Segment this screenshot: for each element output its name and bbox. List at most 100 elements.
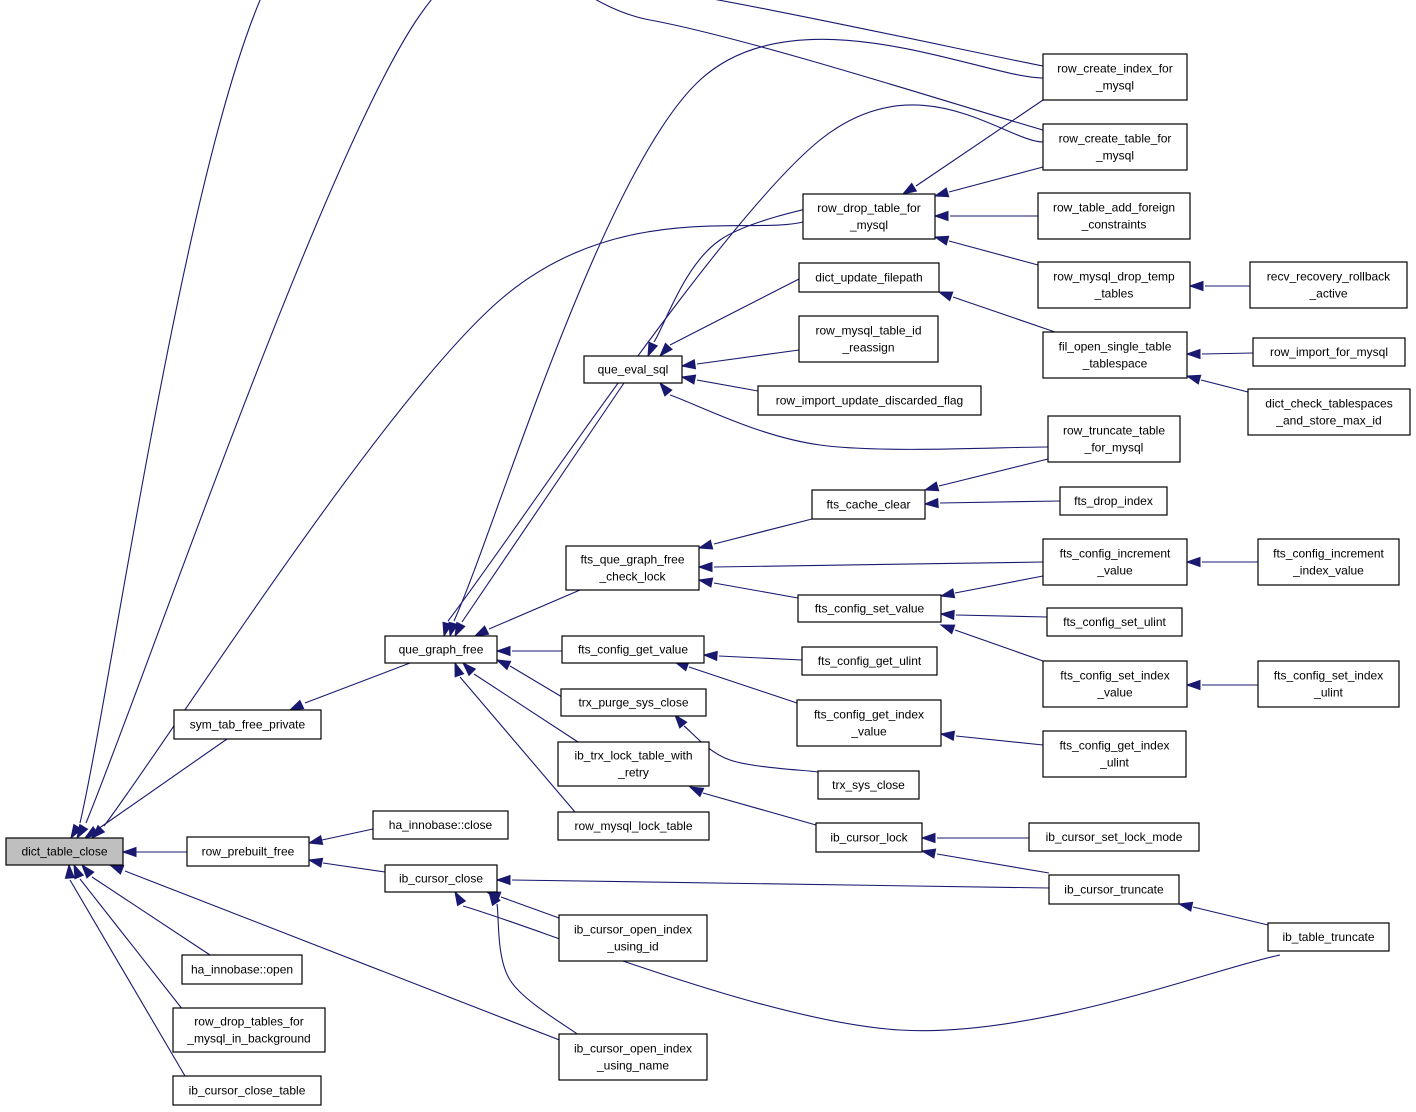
arrowhead-icon [442,621,453,638]
node-fts-config-get-ulint[interactable]: fts_config_get_ulint [801,646,938,676]
node-box [1037,192,1191,240]
node-label: fts_config_get_value [578,643,688,657]
node-recv-recovery-rollback-active[interactable]: recv_recovery_rollback_active [1249,261,1408,309]
node-ib-cursor-open-index-using-name[interactable]: ib_cursor_open_index_using_name [558,1033,708,1081]
node-box [1047,415,1181,463]
call-edge-row-mysql-table-id-reassign-to-que-eval-sql [680,349,800,370]
node-label: ib_cursor_open_index [574,923,692,937]
node-dict-check-tablespaces-and-store-max-id[interactable]: dict_check_tablespaces_and_store_max_id [1247,388,1411,436]
arrowhead-icon [1188,280,1204,292]
call-edge-ib-cursor-lock-to-ib-trx-lock-table-with-retry [688,786,817,826]
call-edge-que-eval-sql-to-que-graph-free [454,382,625,638]
node-row-prebuilt-free[interactable]: row_prebuilt_free [186,836,310,867]
node-fts-drop-index[interactable]: fts_drop_index [1059,486,1168,516]
node-row-import-for-mysql[interactable]: row_import_for_mysql [1252,337,1406,367]
node-ib-trx-lock-table-with-retry[interactable]: ib_trx_lock_table_with_retry [557,741,710,787]
node-row-import-update-discarded-flag[interactable]: row_import_update_discarded_flag [757,385,982,416]
node-label: dict_update_filepath [815,271,922,285]
call-edge-que-graph-free-to-sym-tab-free-private [288,662,411,711]
node-row-mysql-drop-temp-tables[interactable]: row_mysql_drop_temp_tables [1037,261,1191,309]
edge-line [955,735,1044,746]
node-label: fts_config_increment [1060,547,1171,561]
node-label: _mysql [849,218,888,232]
node-dict-update-filepath[interactable]: dict_update_filepath [798,262,940,293]
node-label: ib_cursor_open_index [574,1042,692,1056]
edge-line [124,870,581,1049]
node-label: fts_config_get_index [1059,739,1169,753]
node-row-drop-table-for-mysql[interactable]: row_drop_table_for_mysql [802,193,936,240]
node-ha-innobase-open[interactable]: ha_innobase::open [181,954,303,985]
node-label: row_create_table_for [1059,132,1172,146]
node-box [817,770,920,800]
node-row-drop-tables-for-mysql-in-background[interactable]: row_drop_tables_for_mysql_in_background [172,1007,326,1053]
node-row-table-add-foreign-constraints[interactable]: row_table_add_foreign _constraints [1037,192,1191,240]
node-ib-cursor-lock[interactable]: ib_cursor_lock [815,822,923,853]
node-label: row_create_index_for [1057,62,1172,76]
node-box [384,635,498,664]
arrowhead-icon [647,341,659,358]
node-sym-tab-free-private[interactable]: sym_tab_free_private [173,709,322,740]
node-fts-config-set-index-ulint[interactable]: fts_config_set_index_ulint [1257,660,1400,708]
node-fts-config-set-index-value[interactable]: fts_config_set_index_value [1042,660,1188,708]
node-label: _value [1096,686,1133,700]
node-box [1046,607,1183,637]
node-fts-config-get-value[interactable]: fts_config_get_value [561,635,705,664]
node-ib-cursor-close-table[interactable]: ib_cursor_close_table [172,1075,322,1106]
node-label: row_table_add_foreign [1053,201,1175,215]
edge-line [1201,352,1254,355]
edge-line [322,862,386,873]
node-fil-open-single-table-tablespace[interactable]: fil_open_single_table_tablespace [1042,331,1188,379]
edge-line [321,828,374,841]
node-fts-config-set-value[interactable]: fts_config_set_value [797,594,942,623]
arrowhead-icon [461,661,477,677]
call-edge-fts-config-get-value-to-que-graph-free [495,645,562,657]
node-ib-cursor-truncate[interactable]: ib_cursor_truncate [1048,874,1180,905]
arrowhead-icon [307,857,324,868]
node-label: _tablespace [1082,357,1148,371]
node-box [1042,660,1188,708]
node-trx-purge-sys-close[interactable]: trx_purge_sys_close [560,688,707,717]
node-label: _mysql_in_background [186,1032,310,1046]
node-row-truncate-table-for-mysql[interactable]: row_truncate_table_for_mysql [1047,415,1181,463]
node-box [797,594,942,623]
node-fts-config-increment-value[interactable]: fts_config_increment_value [1042,538,1188,586]
edge-line [713,582,799,599]
node-box [372,810,509,840]
node-dict-table-close[interactable]: dict_table_close [5,837,124,866]
node-que-graph-free[interactable]: que_graph_free [384,635,498,664]
node-row-mysql-lock-table[interactable]: row_mysql_lock_table [557,811,710,841]
node-row-mysql-table-id-reassign[interactable]: row_mysql_table_id_reassign [798,315,939,363]
node-fts-config-get-index-ulint[interactable]: fts_config_get_index_ulint [1042,730,1187,778]
arrowhead-icon [64,863,76,879]
call-edge-ib-cursor-truncate-to-ib-cursor-close [495,874,1050,889]
node-fts-config-set-ulint[interactable]: fts_config_set_ulint [1046,607,1183,637]
node-box [557,741,710,787]
arrowhead-icon [920,848,937,859]
node-box [1059,486,1168,516]
node-fts-config-increment-index-value[interactable]: fts_config_increment_index_value [1257,538,1400,586]
edge-line [939,500,1061,504]
node-label: row_mysql_lock_table [574,819,692,833]
node-que-eval-sql[interactable]: que_eval_sql [583,355,683,384]
node-trx-sys-close[interactable]: trx_sys_close [817,770,920,800]
node-ib-cursor-open-index-using-id[interactable]: ib_cursor_open_index_using_id [558,914,708,962]
node-label: _constraints [1081,218,1147,232]
node-ha-innobase-close[interactable]: ha_innobase::close [372,810,509,840]
node-row-create-index-for-mysql[interactable]: row_create_index_for_mysql [1042,53,1188,101]
edge-line [954,575,1044,594]
node-label: _active [1308,287,1347,301]
node-label: ib_cursor_close [399,872,483,886]
node-fts-que-graph-free-check-lock[interactable]: fts_que_graph_free_check_lock [565,545,700,591]
arrowhead-icon [933,210,949,222]
arrowhead-icon [121,846,137,858]
node-ib-cursor-close[interactable]: ib_cursor_close [384,864,498,893]
node-fts-config-get-index-value[interactable]: fts_config_get_index_value [796,699,942,747]
arrowhead-icon [702,650,718,662]
node-row-create-table-for-mysql[interactable]: row_create_table_for_mysql [1042,123,1188,171]
node-label: _value [850,725,887,739]
arrowhead-icon [933,187,950,198]
call-edge-row-mysql-lock-table-to-que-graph-free [454,661,576,813]
node-ib-cursor-set-lock-mode[interactable]: ib_cursor_set_lock_mode [1028,822,1200,852]
node-fts-cache-clear[interactable]: fts_cache_clear [811,489,926,520]
node-ib-table-truncate[interactable]: ib_table_truncate [1267,922,1390,952]
